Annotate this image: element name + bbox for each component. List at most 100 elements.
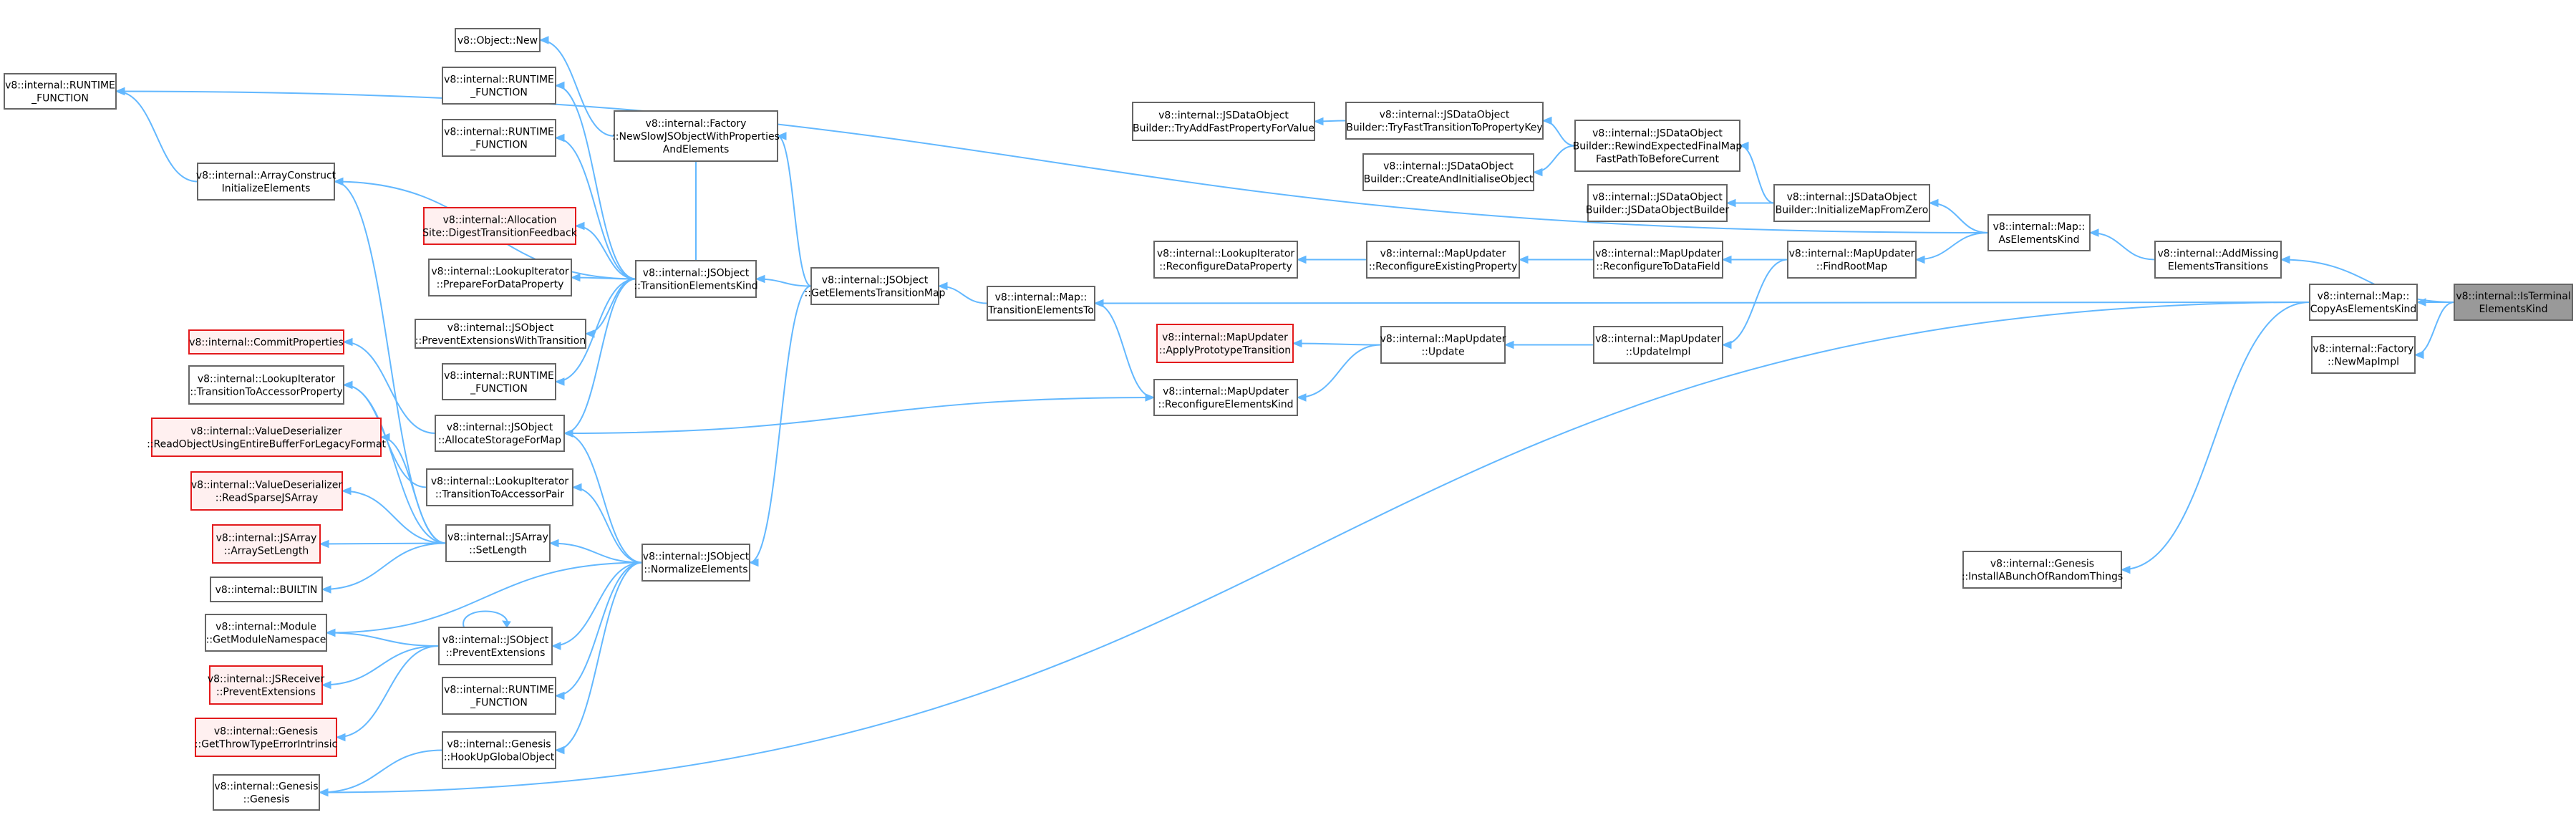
node-mapupdater_find_root_map[interactable]: v8::internal::MapUpdater::FindRootMap [1787,241,1917,279]
node-jsdata_try_add_fast[interactable]: v8::internal::JSDataObjectBuilder::TryAd… [1132,102,1315,141]
node-box [435,415,565,452]
node-label: ElementsKind [2479,304,2547,315]
node-factory_new_map_impl[interactable]: v8::internal::Factory::NewMapImpl [2311,336,2416,374]
edge-object_new-to-factory_newslow [538,36,615,137]
node-genesis_genesis[interactable]: v8::internal::Genesis::Genesis [213,774,320,811]
node-label: v8::internal::JSObject [643,551,750,563]
node-box [641,544,750,582]
node-label: v8::internal::JSObject [447,422,553,433]
edge-factory_new_map_impl-to-is_terminal_elements_kind [2413,302,2455,360]
node-box [4,73,117,110]
node-object_new[interactable]: v8::Object::New [455,28,541,52]
node-commit_properties[interactable]: v8::internal::CommitProperties [188,329,344,355]
node-label: v8::internal::RUNTIME [5,80,115,92]
node-label: ::PreventExtensionsWithTransition [415,335,586,347]
node-label: v8::internal::Genesis [447,739,551,751]
node-box [445,524,551,562]
node-normalize_elements[interactable]: v8::internal::JSObject::NormalizeElement… [641,544,750,582]
node-label: v8::internal::RUNTIME [444,685,554,696]
node-label: v8::internal::LookupIterator [431,266,569,278]
node-label: v8::internal::BUILTIN [216,584,318,596]
node-box [428,259,572,296]
node-value_deser_read_object[interactable]: v8::internal::ValueDeserializer::ReadObj… [147,418,386,457]
node-box [2311,336,2416,374]
node-mapupdater_apply_proto[interactable]: v8::internal::MapUpdater::ApplyPrototype… [1156,324,1294,363]
node-box [1593,326,1723,364]
node-allocate_storage_for_map[interactable]: v8::internal::JSObject::AllocateStorageF… [435,415,565,452]
node-box [1362,153,1534,191]
node-box [987,286,1095,321]
node-arrayconstruct[interactable]: v8::internal::ArrayConstructInitializeEl… [196,163,336,201]
node-runtime_d[interactable]: v8::internal::RUNTIME_FUNCTION [442,677,556,715]
node-runtime_b[interactable]: v8::internal::RUNTIME_FUNCTION [442,119,556,157]
node-mapupdater_update_impl[interactable]: v8::internal::MapUpdater::UpdateImpl [1593,326,1723,364]
node-mapupdater_reconfigure_data_field[interactable]: v8::internal::MapUpdater::ReconfigureToD… [1593,241,1723,279]
node-label: v8::internal::MapUpdater [1163,386,1289,397]
node-label: ::ReconfigureExistingProperty [1369,261,1518,273]
edge-mapupdater_reconfigure_existing-to-mapupdater_reconfigure_data_field [1518,255,1594,264]
node-box [1153,241,1298,279]
node-jsdata_try_fast_transition[interactable]: v8::internal::JSDataObjectBuilder::TryFa… [1345,102,1544,140]
node-jsreceiver_prevent[interactable]: v8::internal::JSReceiver::PreventExtensi… [208,665,325,705]
node-label: ::GetModuleNamespace [206,635,326,646]
node-label: ::SetLength [469,545,527,556]
node-runtime_left[interactable]: v8::internal::RUNTIME_FUNCTION [4,73,117,110]
node-box [442,677,556,715]
node-label: v8::internal::JSObject [442,635,549,646]
node-jsdata_rewind[interactable]: v8::internal::JSDataObjectBuilder::Rewin… [1573,120,1743,172]
node-label: ::InstallABunchOfRandomThings [1962,572,2123,583]
node-mapupdater_init_from_zero[interactable]: v8::internal::JSDataObjectBuilder::Initi… [1773,184,1930,222]
node-jsdata_builder[interactable]: v8::internal::JSDataObjectBuilder::JSDat… [1586,184,1729,222]
node-lookup_reconfigure_data[interactable]: v8::internal::LookupIterator::Reconfigur… [1153,241,1298,279]
edge-mapupdater_update-to-mapupdater_update_impl [1504,340,1594,349]
node-add_missing_transitions[interactable]: v8::internal::AddMissingElementsTransiti… [2154,241,2282,279]
node-label: v8::internal::Map:: [1993,221,2086,233]
node-label: ::PreventExtensions [216,687,316,698]
node-lookup_prepare[interactable]: v8::internal::LookupIterator::PrepareFor… [428,259,572,296]
node-lookup_transition_accessor_prop[interactable]: v8::internal::LookupIterator::Transition… [188,365,344,405]
edge-jsobject_prevent_ext_trans-to-transition_elements_kind [584,278,636,338]
node-jsdata_create_and_init[interactable]: v8::internal::JSDataObjectBuilder::Creat… [1362,153,1534,191]
node-allocsite[interactable]: v8::internal::AllocationSite::DigestTran… [422,207,578,245]
node-genesis_install[interactable]: v8::internal::Genesis::InstallABunchOfRa… [1962,551,2123,589]
node-label: ::PreventExtensions [446,647,546,659]
edge-genesis_throw-to-jsobject_prevent_extensions [335,645,440,742]
node-label: v8::internal::IsTerminal [2456,291,2570,302]
node-module_namespace[interactable]: v8::internal::Module::GetModuleNamespace [205,614,327,652]
edge-value_deser_sparse-to-jsarray_set_length [341,486,447,544]
node-mapupdater_reconfigure_existing[interactable]: v8::internal::MapUpdater::ReconfigureExi… [1366,241,1520,279]
node-box [426,468,573,506]
node-genesis_throw[interactable]: v8::internal::Genesis::GetThrowTypeError… [195,718,337,757]
node-box [210,577,323,602]
edge-mapupdater_apply_proto-to-mapupdater_update [1292,339,1382,348]
node-get_elements_transition_map[interactable]: v8::internal::JSObject::GetElementsTrans… [805,267,946,305]
node-builtin[interactable]: v8::internal::BUILTIN [210,577,323,602]
node-value_deser_sparse[interactable]: v8::internal::ValueDeserializer::ReadSpa… [190,471,343,511]
edge-runtime_a-to-transition_elements_kind [554,81,636,280]
node-label: Builder::JSDataObjectBuilder [1586,205,1729,216]
node-box [195,718,337,757]
node-runtime_a[interactable]: v8::internal::RUNTIME_FUNCTION [442,67,556,105]
node-jsobject_prevent_ext_trans[interactable]: v8::internal::JSObject::PreventExtension… [415,319,586,349]
edge-mapupdater_reconfigure_elements-to-allocate_storage_for_map [563,393,1156,434]
node-runtime_c[interactable]: v8::internal::RUNTIME_FUNCTION [442,363,556,400]
node-map_transition_elements_to[interactable]: v8::internal::Map::TransitionElementsTo [987,286,1095,321]
node-jsarray_array_set_length[interactable]: v8::internal::JSArray::ArraySetLength [212,524,321,564]
node-factory_newslow[interactable]: v8::internal::Factory::NewSlowJSObjectWi… [612,110,780,162]
node-box [1380,326,1506,364]
node-jsarray_set_length[interactable]: v8::internal::JSArray::SetLength [445,524,551,562]
edge-lookup_transition_accessor_pair-to-normalize_elements [571,483,643,564]
node-box [614,110,778,162]
node-label: ::TransitionToAccessorProperty [190,387,342,398]
node-lookup_transition_accessor_pair[interactable]: v8::internal::LookupIterator::Transition… [426,468,573,506]
node-label: v8::internal::MapUpdater [1380,249,1506,260]
node-map_as_elements_kind[interactable]: v8::internal::Map::AsElementsKind [1987,214,2091,251]
node-map_copy_as_elements_kind[interactable]: v8::internal::Map::CopyAsElementsKind [2309,284,2418,321]
node-jsobject_prevent_extensions[interactable]: v8::internal::JSObject::PreventExtension… [438,627,553,665]
node-label: v8::internal::ArrayConstruct [196,170,336,182]
node-mapupdater_reconfigure_elements[interactable]: v8::internal::MapUpdater::ReconfigureEle… [1153,379,1298,416]
node-hookup_global[interactable]: v8::internal::Genesis::HookUpGlobalObjec… [442,731,556,769]
node-mapupdater_update[interactable]: v8::internal::MapUpdater::Update [1380,326,1506,364]
node-transition_elements_kind[interactable]: v8::internal::JSObject::TransitionElemen… [634,260,758,298]
